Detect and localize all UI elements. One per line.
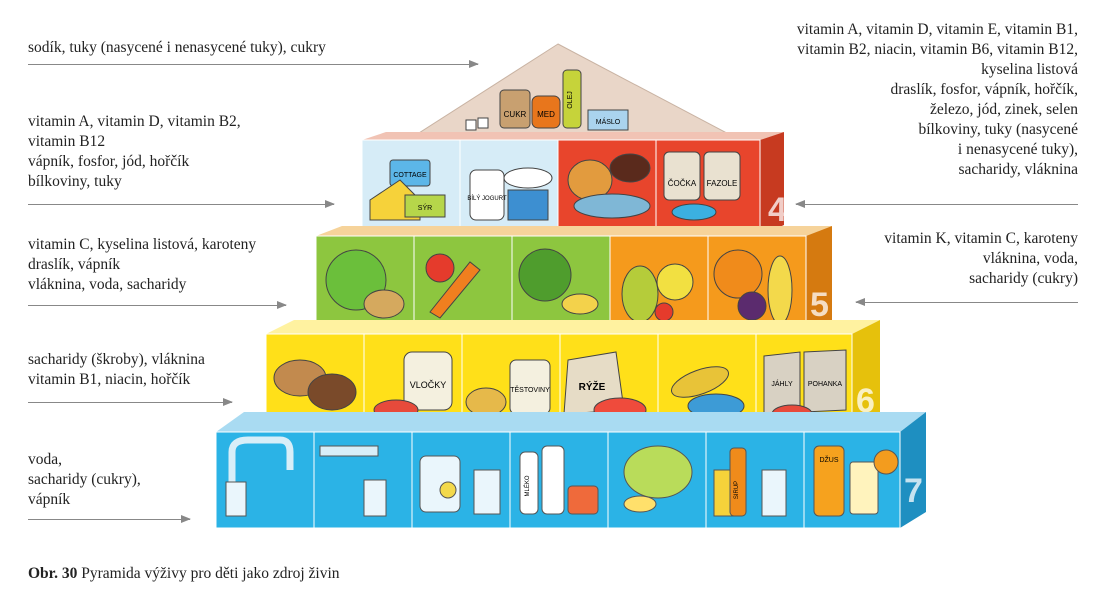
label-vlocky: VLOČKY — [410, 380, 447, 390]
label-fazole: FAZOLE — [707, 179, 738, 188]
caption-text: Pyramida výživy pro děti jako zdroj živi… — [81, 565, 340, 582]
tier-number-4: 4 — [768, 191, 787, 229]
label-mleko: MLÉKO — [524, 475, 531, 496]
pyramid-tier-7: MLÉKO SIRUP DŽUS 7 — [215, 412, 926, 529]
tier-number-7: 7 — [904, 472, 923, 510]
arrow-tier4-right — [795, 200, 1078, 208]
label-testoviny: TĚSTOVINY — [510, 385, 550, 394]
note-tier4-right: vitamin A, vitamin D, vitamin E, vitamin… — [796, 21, 1078, 178]
note-top-left: sodík, tuky (nasycené i nenasycené tuky)… — [28, 39, 326, 56]
note-tier7-left: voda, sacharidy (cukry), vápník — [28, 451, 141, 508]
arrow-tier4-left — [28, 200, 335, 208]
pyramid-tier-5: 5 — [315, 226, 832, 335]
arrow-tier7-left — [28, 515, 191, 523]
caption-number: Obr. 30 — [28, 565, 78, 582]
arrow-tier5-right — [855, 298, 1078, 306]
figure-caption: Obr. 30 Pyramida výživy pro děti jako zd… — [28, 565, 340, 583]
label-cottage: COTTAGE — [393, 172, 427, 179]
label-pohanka: POHANKA — [808, 381, 843, 388]
pyramid-tier-4: COTTAGE SÝR BÍLÝ JOGURT ČOČKA FAZOLE 4 — [361, 132, 787, 237]
arrow-tier5-left — [28, 301, 287, 309]
pyramid-top: CUKR MED OLEJ MÁSLO — [406, 43, 741, 141]
arrow-top-left — [28, 60, 479, 68]
label-ryze: RÝŽE — [579, 380, 606, 393]
tier-number-5: 5 — [810, 286, 829, 324]
label-jahly: JÁHLY — [771, 379, 793, 388]
label-med: MED — [537, 110, 555, 119]
label-syr: SÝR — [418, 203, 432, 212]
note-tier5-right: vitamin K, vitamin C, karoteny vláknina,… — [884, 230, 1078, 287]
note-tier6-left: sacharidy (škroby), vláknina vitamin B1,… — [28, 351, 205, 388]
label-bily-jogurt: BÍLÝ JOGURT — [467, 195, 507, 202]
arrow-tier6-left — [28, 398, 233, 406]
note-tier5-left: vitamin C, kyselina listová, karoteny dr… — [28, 236, 257, 293]
note-tier4-left: vitamin A, vitamin D, vitamin B2, vitami… — [28, 113, 241, 190]
label-maslo: MÁSLO — [596, 117, 621, 126]
label-dzus: DŽUS — [819, 455, 838, 464]
label-olej: OLEJ — [567, 91, 574, 109]
tier-number-6: 6 — [856, 382, 875, 420]
label-cukr: CUKR — [504, 110, 527, 119]
label-sirup: SIRUP — [734, 481, 740, 499]
label-cocka: ČOČKA — [668, 179, 697, 188]
